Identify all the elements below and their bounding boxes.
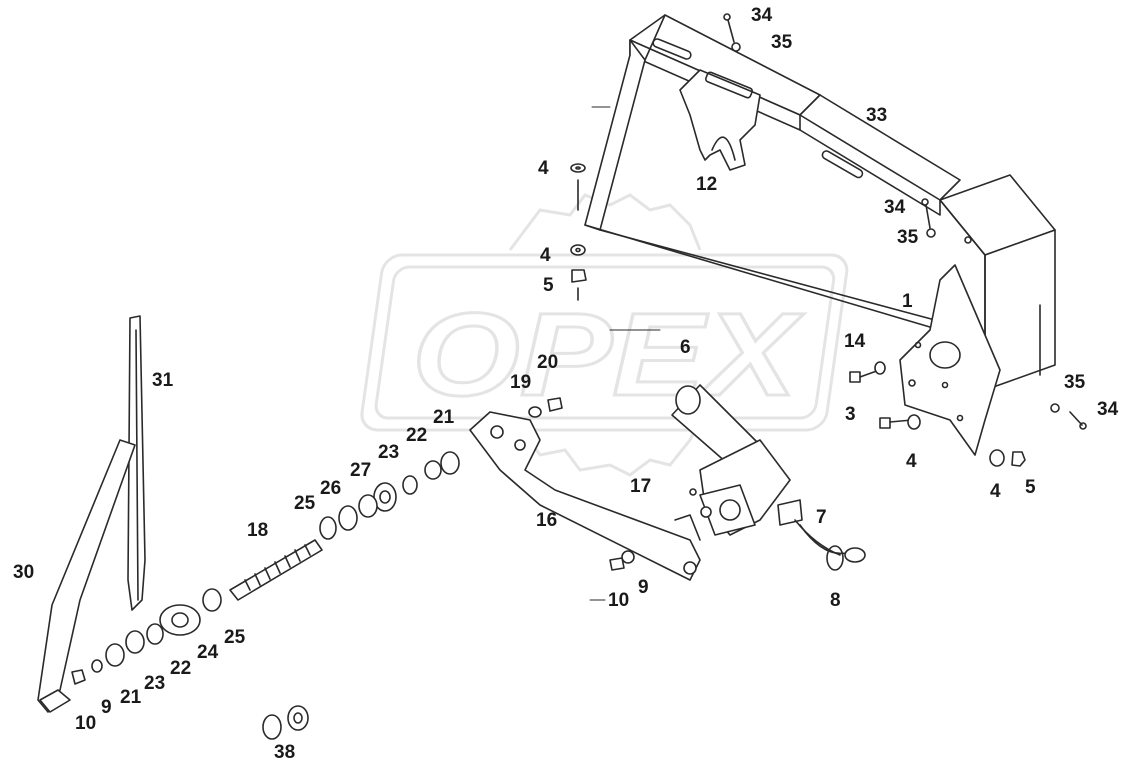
label-5-top: 5 bbox=[543, 275, 554, 296]
label-35-right: 35 bbox=[1064, 372, 1086, 393]
screw-34-right bbox=[1050, 403, 1087, 430]
nut-washer-38 bbox=[262, 705, 309, 740]
label-35-top: 35 bbox=[771, 32, 793, 53]
leader-lines bbox=[589, 106, 661, 601]
crank-linkage-16 bbox=[469, 411, 701, 581]
label-38: 38 bbox=[274, 742, 296, 763]
bracket-33 bbox=[584, 14, 961, 331]
label-27: 27 bbox=[350, 460, 372, 481]
label-10-lower: 10 bbox=[75, 713, 97, 734]
label-23-upper: 23 bbox=[378, 442, 400, 463]
label-34-right: 34 bbox=[1097, 399, 1119, 420]
label-3: 3 bbox=[845, 404, 856, 425]
label-26: 26 bbox=[320, 478, 342, 499]
label-30: 30 bbox=[13, 562, 35, 583]
label-25-lower: 25 bbox=[224, 627, 246, 648]
label-34-mid: 34 bbox=[884, 197, 906, 218]
label-22-lower: 22 bbox=[170, 658, 192, 679]
label-35-mid: 35 bbox=[897, 227, 919, 248]
label-24: 24 bbox=[197, 642, 219, 663]
spindle-parts-bottom bbox=[71, 623, 164, 685]
label-31: 31 bbox=[152, 370, 174, 391]
screw-34-top bbox=[723, 13, 741, 52]
nut-19-20 bbox=[528, 397, 563, 418]
label-16: 16 bbox=[536, 510, 558, 531]
wiper-motor-6 bbox=[671, 384, 791, 536]
label-19: 19 bbox=[510, 372, 532, 393]
label-21-upper: 21 bbox=[433, 407, 455, 428]
label-10-arm: 10 bbox=[608, 590, 630, 611]
label-4-lower: 4 bbox=[990, 481, 1001, 502]
label-18: 18 bbox=[247, 520, 269, 541]
label-17: 17 bbox=[630, 476, 652, 497]
label-5-lower: 5 bbox=[1025, 477, 1036, 498]
mount-plate-12 bbox=[679, 69, 761, 171]
spindle-18 bbox=[159, 539, 323, 636]
wiper-arm-30 bbox=[37, 439, 136, 713]
screw-34-mid bbox=[921, 198, 936, 238]
label-9-lower: 9 bbox=[101, 697, 112, 718]
spindle-parts-21-27 bbox=[319, 451, 460, 540]
label-23-lower: 23 bbox=[144, 673, 166, 694]
wiper-blade-31 bbox=[127, 315, 146, 611]
label-21-lower: 21 bbox=[120, 687, 142, 708]
bolt-14-3 bbox=[849, 361, 921, 430]
nut-9-10-arm bbox=[609, 550, 635, 571]
label-20: 20 bbox=[537, 352, 559, 373]
mount-housing-1 bbox=[899, 174, 1056, 456]
label-4-mid: 4 bbox=[540, 245, 551, 266]
label-6: 6 bbox=[680, 337, 691, 358]
label-34-top: 34 bbox=[751, 5, 773, 26]
watermark-text: OPEX bbox=[412, 289, 804, 421]
label-22-upper: 22 bbox=[406, 425, 428, 446]
watermark-logo: OPEX bbox=[360, 193, 849, 477]
label-14: 14 bbox=[844, 331, 866, 352]
label-4-right: 4 bbox=[906, 451, 917, 472]
label-33: 33 bbox=[866, 105, 888, 126]
label-25-upper: 25 bbox=[294, 493, 316, 514]
label-12: 12 bbox=[696, 174, 718, 195]
label-4-top: 4 bbox=[538, 158, 549, 179]
washer-4-top bbox=[570, 163, 587, 301]
label-9-arm: 9 bbox=[638, 577, 649, 598]
washer-nut-4-5-right bbox=[989, 449, 1026, 467]
label-1: 1 bbox=[902, 291, 913, 312]
label-8: 8 bbox=[830, 590, 841, 611]
connector-7-8 bbox=[777, 499, 866, 571]
label-7: 7 bbox=[816, 507, 827, 528]
